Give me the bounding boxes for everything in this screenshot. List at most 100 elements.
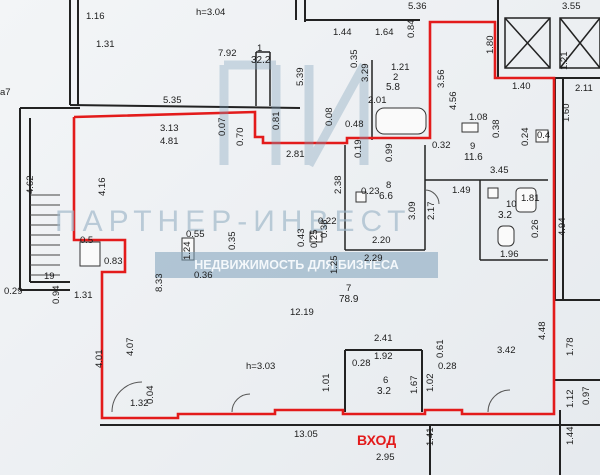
- dimension-label: 0.55: [186, 229, 205, 240]
- dimension-label: 0.19: [353, 139, 364, 159]
- watermark-brand: ПАРТНЕР-ИНВЕСТ: [55, 205, 412, 238]
- dimension-label: 1.21: [559, 51, 570, 71]
- dimension-label: 1.12: [565, 389, 576, 409]
- dimension-label: 1.44: [333, 27, 352, 38]
- dimension-label: 1.31: [74, 290, 93, 301]
- dimension-label: 0.28: [438, 361, 457, 372]
- dimension-label: 1.44: [565, 426, 576, 446]
- dimension-label: 0.97: [581, 386, 592, 406]
- dimension-label: 0.70: [235, 127, 246, 147]
- dimension-label: 0.26: [530, 219, 541, 239]
- dimension-label: 0.04: [145, 385, 156, 405]
- room-number: 8: [386, 180, 392, 191]
- room-area: 6.6: [379, 191, 393, 202]
- dimension-label: 8.33: [154, 273, 165, 293]
- dimension-label: 4.01: [94, 349, 105, 369]
- dimension-label: 0.23: [361, 186, 380, 197]
- room-area: 3.2: [377, 386, 391, 397]
- room-number: 10: [506, 199, 517, 210]
- dimension-label: 1.41: [425, 427, 436, 447]
- dimension-label: 2.11: [575, 83, 593, 94]
- dimension-label: 4.56: [448, 91, 459, 111]
- dimension-label: a7: [0, 87, 11, 98]
- room-area: 32.2: [251, 55, 271, 66]
- dimension-label: 5.35: [163, 95, 182, 106]
- dimension-label: 1.08: [469, 112, 488, 123]
- dimension-label: 0.61: [435, 339, 446, 359]
- dimension-label: 0.38: [491, 119, 502, 139]
- unit-outline: [72, 20, 556, 420]
- dimension-label: 0.81: [271, 111, 282, 131]
- dimension-label: 13.05: [294, 429, 318, 440]
- dimension-label: 3.13: [160, 123, 179, 134]
- ceiling-height-top: h=3.04: [196, 7, 226, 18]
- dimension-label: 2.29: [364, 253, 383, 264]
- dimension-label: 3.29: [360, 63, 371, 83]
- fixtures: [79, 107, 549, 267]
- dimension-label: 4.07: [125, 337, 136, 357]
- dimension-label: 4.16: [97, 177, 108, 197]
- dimension-label: 7.92: [218, 48, 237, 59]
- dimension-label: 0.08: [324, 107, 335, 127]
- dimension-label: 0.35: [227, 231, 238, 251]
- entrance-label: ВХОД: [357, 432, 397, 448]
- interior-walls: [255, 51, 548, 261]
- dimension-label: 1.81: [521, 193, 540, 204]
- dimension-label: 2.41: [374, 333, 393, 344]
- dimension-label: 1.24: [182, 241, 193, 261]
- dimension-label: 1.31: [96, 39, 115, 50]
- dimension-label: 2.01: [368, 95, 387, 106]
- dimension-label: 2.81: [286, 149, 305, 160]
- dimension-label: 0.35: [349, 49, 360, 69]
- dimension-label: 1.67: [409, 375, 420, 395]
- dimension-label: 19: [44, 271, 55, 282]
- dimension-label: 3.45: [490, 165, 509, 176]
- dimension-label: 0.22: [318, 216, 337, 227]
- dimension-label: 0.83: [104, 256, 123, 267]
- dimension-label: 1.92: [374, 351, 393, 362]
- watermark-tagline: НЕДВИЖИМОСТЬ ДЛЯ БИЗНЕСА: [155, 252, 438, 278]
- elevator-shafts: [504, 17, 600, 69]
- room-number: 2: [393, 72, 399, 83]
- dimension-label: 1.25: [329, 255, 340, 275]
- dimension-label: 2.38: [333, 175, 344, 195]
- dimension-label: 0.48: [345, 119, 364, 130]
- room-area: 11.6: [464, 152, 483, 163]
- dimension-label: 3.55: [562, 1, 581, 12]
- dimension-label: 5.36: [408, 1, 427, 12]
- dimension-label: 0.36: [319, 219, 330, 239]
- dimension-label: 1.21: [391, 62, 410, 73]
- dimension-label: 4.62: [25, 175, 36, 195]
- dimension-label: 0.28: [352, 358, 371, 369]
- dimension-label: 1.02: [425, 373, 436, 393]
- building-walls: [19, 0, 600, 475]
- room-number: 1: [257, 43, 263, 54]
- dimension-label: 1.01: [321, 373, 332, 393]
- dimension-label: 2.17: [426, 201, 437, 221]
- room-number: 6: [383, 375, 389, 386]
- dimension-label: 0.43: [296, 228, 307, 248]
- dimension-label: 3.56: [436, 69, 447, 89]
- dimension-label: 0.29: [4, 286, 23, 297]
- dimension-label: 2.95: [376, 452, 395, 463]
- dimension-label: 2.20: [372, 235, 391, 246]
- room-number: 9: [470, 141, 476, 152]
- watermark-logo: [219, 60, 369, 168]
- dimension-label: 1.49: [452, 185, 471, 196]
- dimension-label: 0.36: [194, 270, 213, 281]
- dimension-label: 5.39: [295, 67, 306, 87]
- dimension-label: 3.42: [497, 345, 516, 356]
- dimension-label: 1.40: [512, 81, 531, 92]
- dimension-label: 0.24: [520, 127, 531, 147]
- door-swings: [111, 189, 511, 413]
- room-area: 5.8: [386, 82, 400, 93]
- dimension-label: 12.19: [290, 307, 314, 318]
- dimension-label: 0.99: [384, 143, 395, 163]
- dimension-label: 1.64: [375, 27, 394, 38]
- dimension-label: 1.16: [86, 11, 105, 22]
- dimension-label: 3.09: [407, 201, 418, 221]
- dimension-label: 1.96: [500, 249, 519, 260]
- dimension-label: 0.5: [80, 235, 94, 246]
